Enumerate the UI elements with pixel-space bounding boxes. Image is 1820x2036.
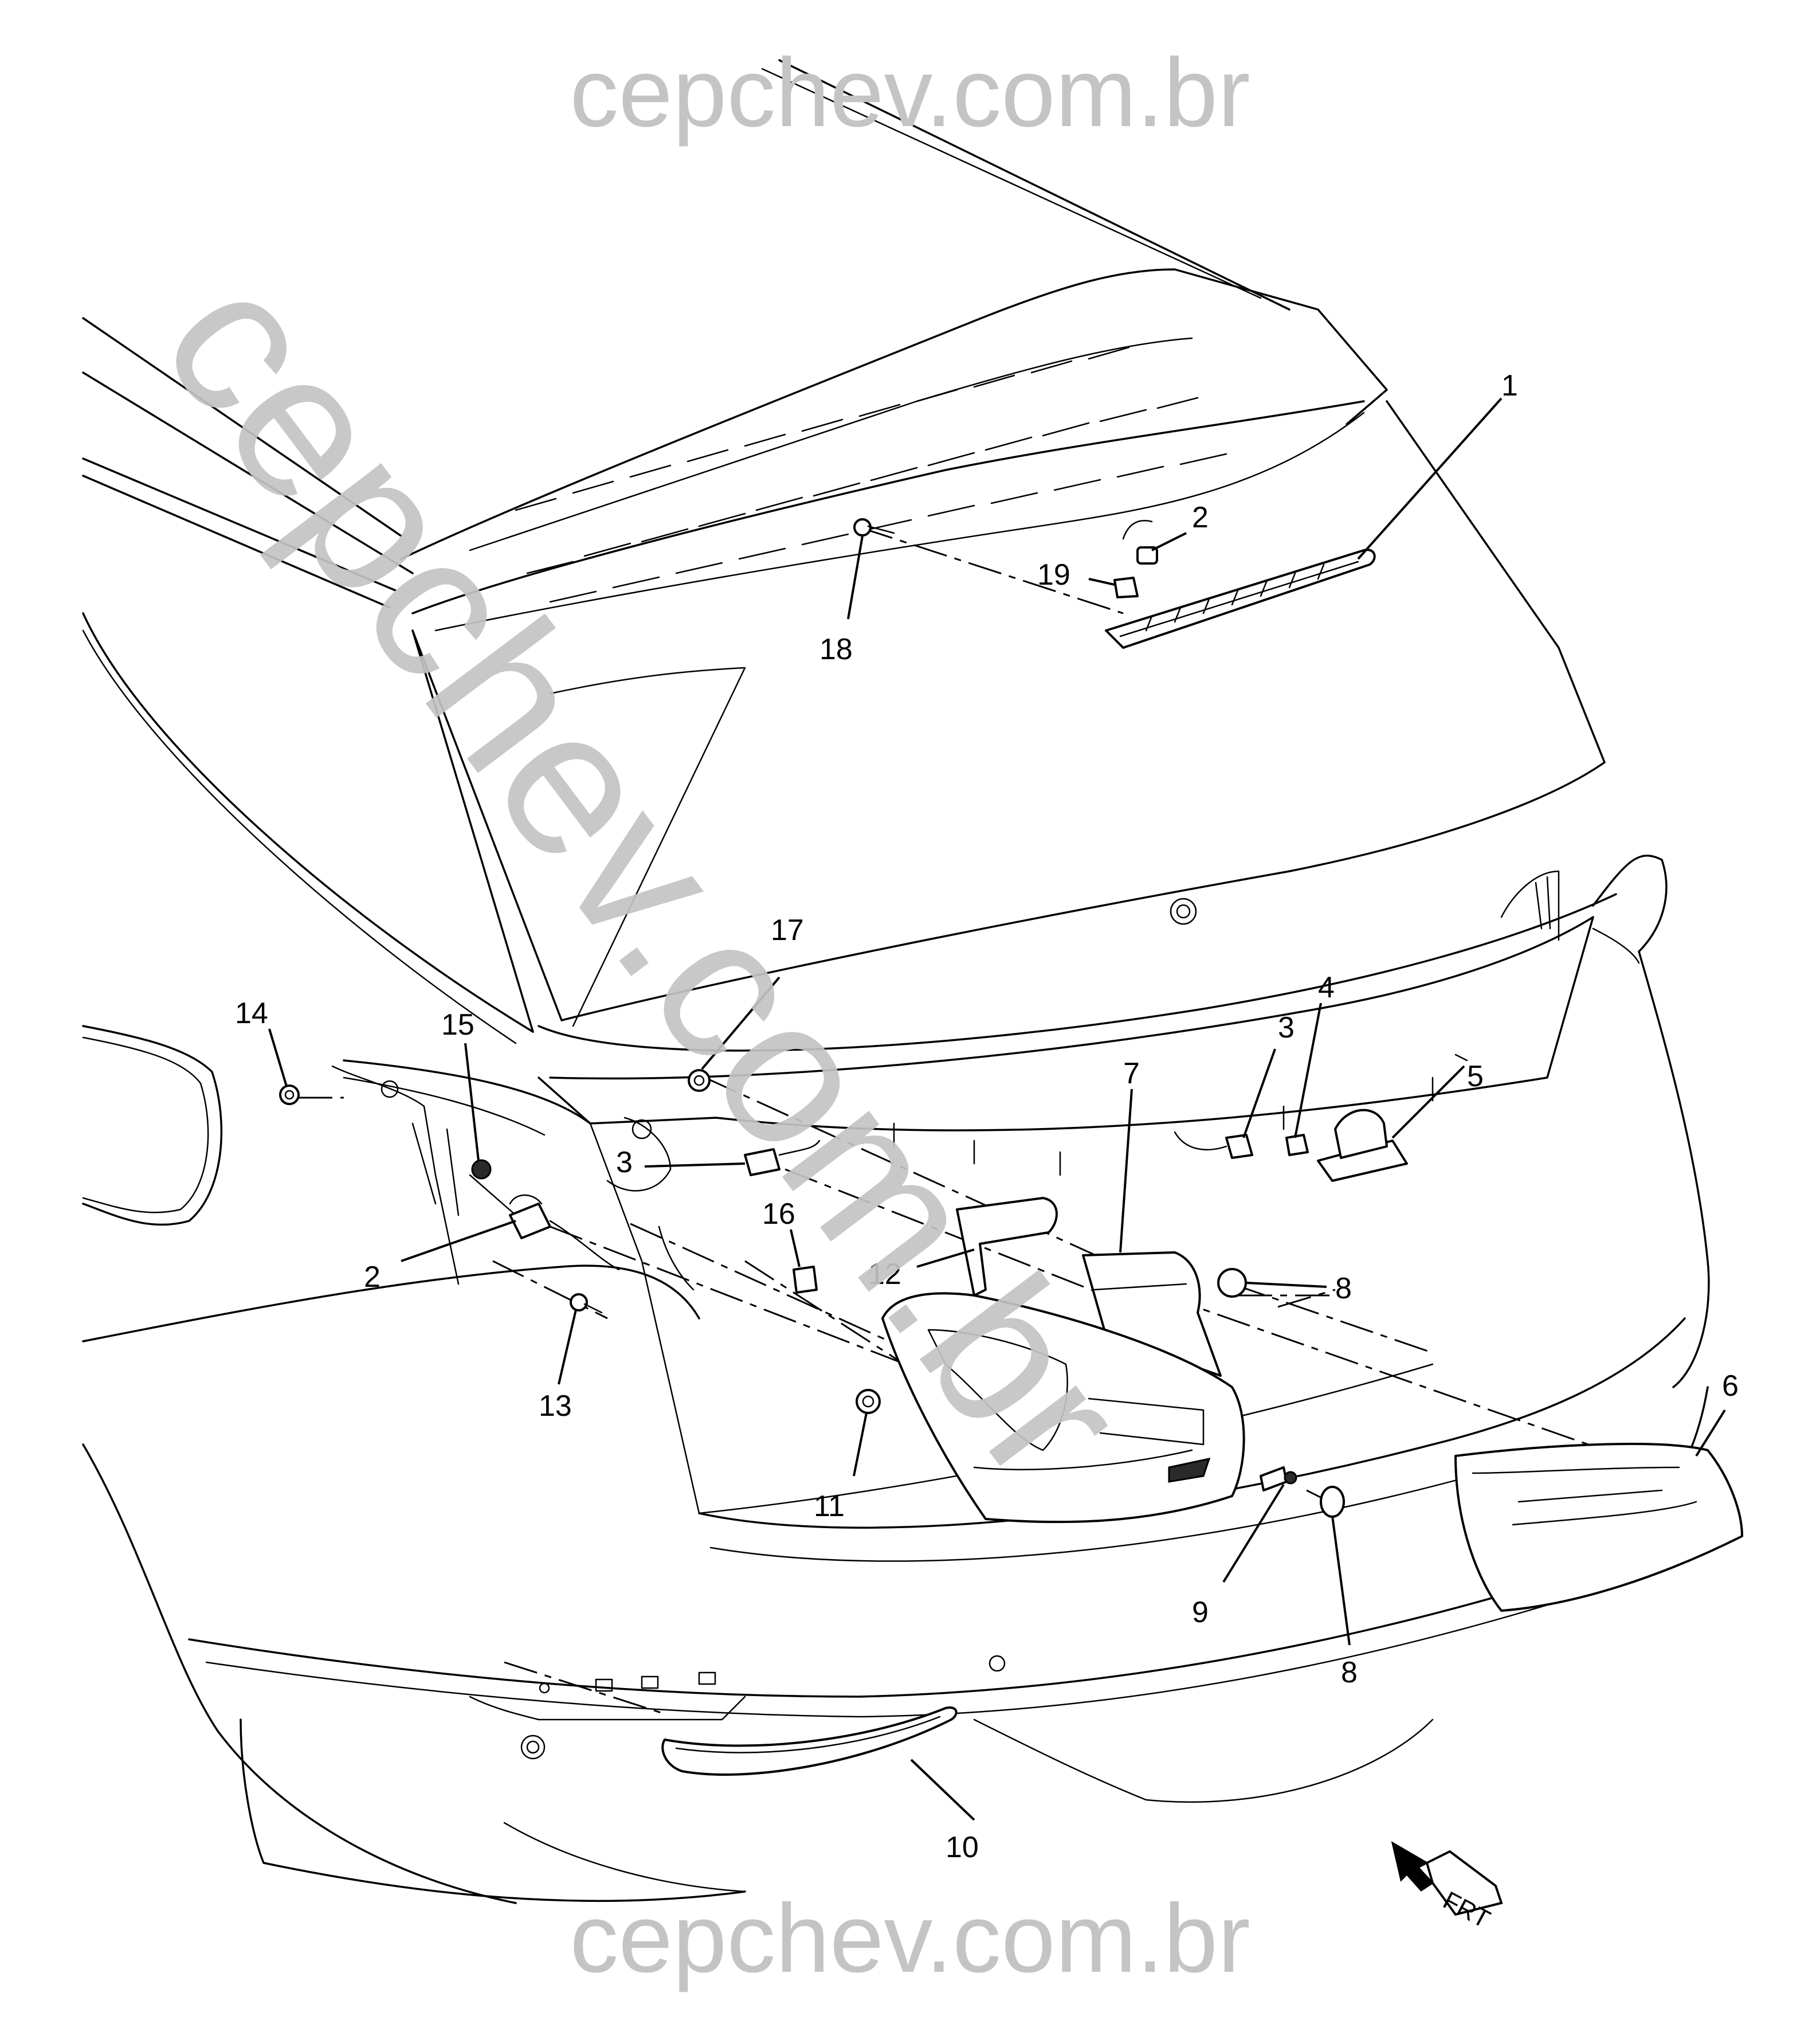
callout-labels: 1 2 2 3 3 4 5 6 7 8 8 9 10 11 12 13 14 1…	[235, 369, 1739, 1864]
callout-8-lower: 8	[1341, 1656, 1358, 1689]
callout-17: 17	[771, 914, 804, 947]
grommet-left[interactable]	[279, 1084, 300, 1105]
callout-2-upper: 2	[1192, 501, 1209, 534]
callout-19: 19	[1037, 558, 1070, 592]
watermark-top: cepchev.com.br	[570, 38, 1250, 147]
callout-3-left: 3	[616, 1146, 633, 1179]
lamp-harness-connector-lower[interactable]	[509, 1194, 620, 1271]
callout-leaders	[268, 397, 1726, 1821]
tail-lamp-body-left[interactable]	[881, 1292, 1245, 1524]
front-direction-arrow-icon: FRT	[1391, 1841, 1503, 1934]
tail-lamp-liftgate-left[interactable]	[1082, 1251, 1222, 1377]
license-plate-lamp[interactable]	[1317, 1109, 1408, 1182]
callout-16: 16	[762, 1197, 795, 1231]
tail-lamp-bracket[interactable]	[956, 1197, 1058, 1297]
callout-11: 11	[814, 1490, 845, 1523]
rear-bumper-reflector[interactable]	[661, 1706, 958, 1776]
callout-8-upper: 8	[1335, 1272, 1352, 1305]
callout-14: 14	[235, 997, 268, 1030]
callout-2-lower: 2	[364, 1260, 381, 1294]
tail-lamp-screw[interactable]	[1260, 1466, 1297, 1491]
tail-lamp-pin[interactable]	[570, 1293, 603, 1314]
callout-4: 4	[1318, 971, 1335, 1004]
callout-3-right: 3	[1278, 1011, 1295, 1044]
callout-15: 15	[441, 1008, 474, 1042]
lamp-mounting-bolt[interactable]	[853, 518, 895, 537]
tail-lamp-connector-left[interactable]	[744, 1140, 821, 1176]
callout-12: 12	[868, 1258, 901, 1291]
callout-18: 18	[819, 633, 853, 666]
callout-10: 10	[946, 1831, 979, 1864]
tail-lamp-nut-upper[interactable]	[688, 1069, 711, 1092]
body-nut[interactable]	[471, 1159, 492, 1180]
callout-5: 5	[1467, 1060, 1484, 1093]
lamp-retainer-clip[interactable]	[1113, 577, 1139, 598]
callout-13: 13	[539, 1389, 572, 1423]
grommet-lower-right[interactable]	[1320, 1486, 1345, 1518]
callout-1: 1	[1501, 369, 1518, 402]
watermark-bottom: cepchev.com.br	[570, 1884, 1250, 1993]
tail-lamp-clip[interactable]	[793, 1266, 818, 1294]
tail-lamp-body-right[interactable]	[1454, 1443, 1743, 1612]
lamp-harness-connector-upper[interactable]	[1122, 520, 1158, 565]
license-lamp-connector[interactable]	[1174, 1131, 1253, 1159]
callout-9: 9	[1192, 1596, 1209, 1629]
callout-7: 7	[1123, 1057, 1140, 1090]
grommet-lower-left[interactable]	[856, 1389, 881, 1414]
grommet-upper-right[interactable]	[1217, 1268, 1247, 1298]
callout-6: 6	[1722, 1369, 1739, 1403]
license-lamp-bulb[interactable]	[1285, 1134, 1309, 1156]
watermark-diagonal: cepchev.com.br	[119, 232, 1171, 1522]
vehicle-body-outline	[82, 59, 1710, 1904]
